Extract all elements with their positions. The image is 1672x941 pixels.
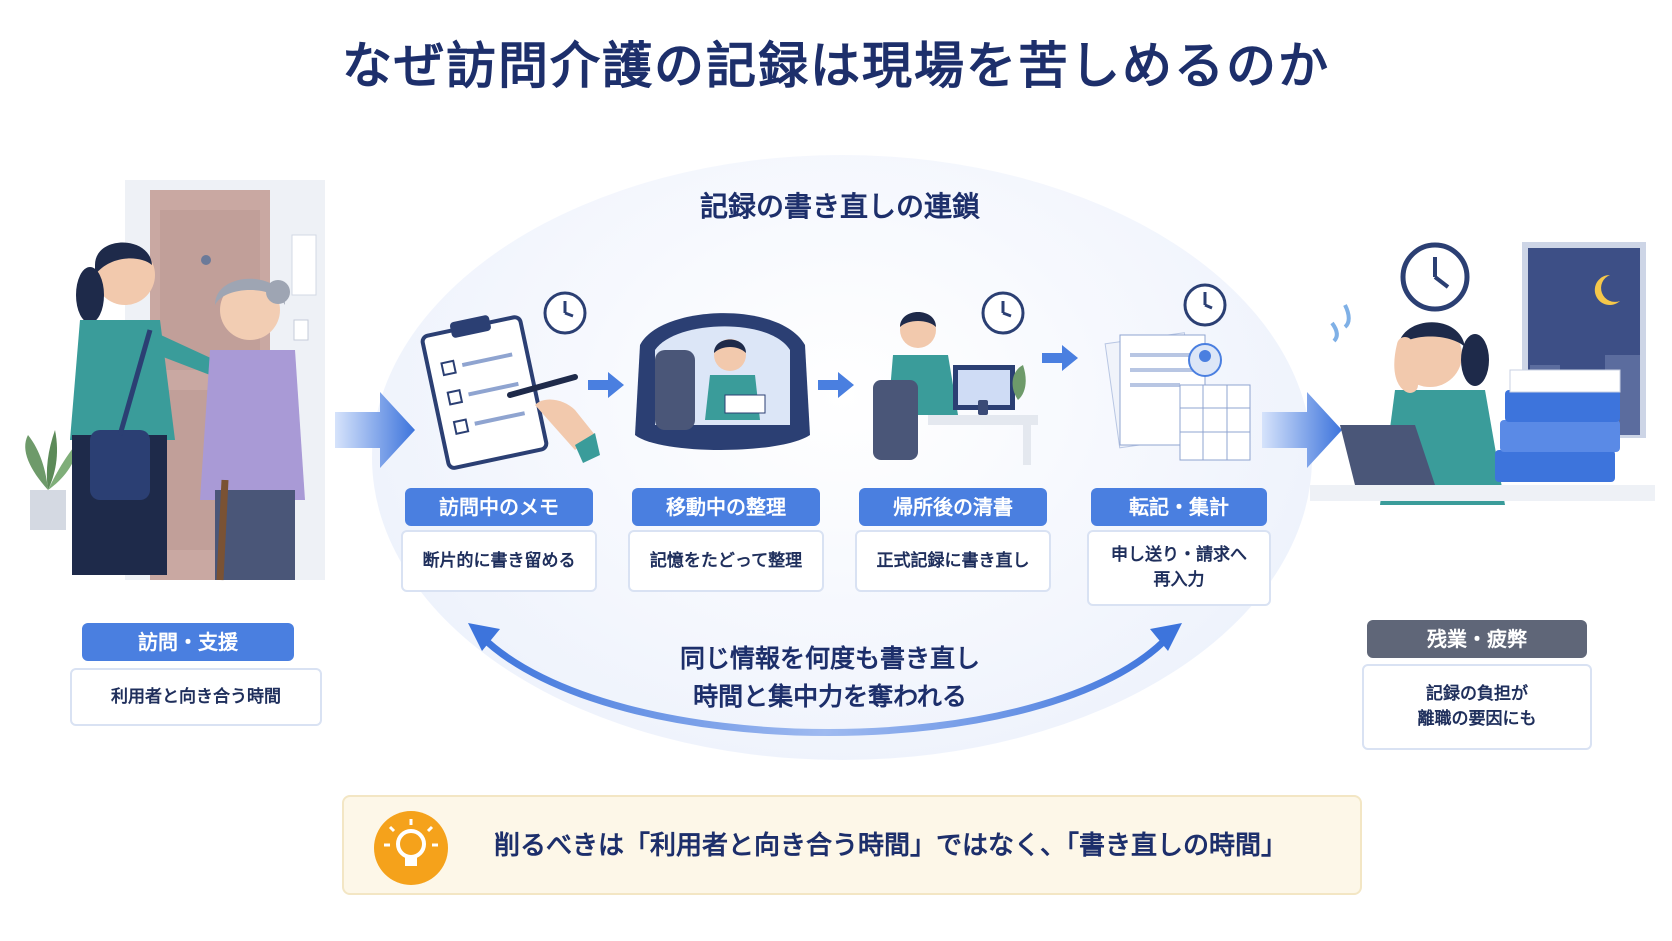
tip-callout: 削るべきは「利用者と向き合う時間」ではなく、「書き直しの時間」: [342, 795, 1362, 895]
step-desc-memo: 断片的に書き留める: [401, 530, 597, 592]
step-label-writeup: 帰所後の清書: [859, 488, 1047, 526]
overtime-fatigue-desc-line2: 離職の要因にも: [1417, 709, 1537, 729]
flow-arrow-left: [335, 392, 415, 468]
cycle-title: 記録の書き直しの連鎖: [699, 190, 980, 223]
lightbulb-icon: [374, 811, 448, 885]
caregiver-visit-illustration: [25, 180, 325, 581]
loop-arrow: [468, 623, 1182, 736]
step-desc-organize: 記憶をたどって整理: [628, 530, 824, 592]
loop-message: 同じ情報を何度も書き直し 時間と集中力を奪われる: [560, 640, 1100, 715]
clipboard-memo-illustration: [420, 291, 600, 470]
overtime-fatigue-desc: 記録の負担が 離職の要因にも: [1362, 664, 1592, 750]
step-desc-transcribe-line1: 申し送り・請求へ: [1111, 545, 1247, 566]
tip-text: 削るべきは「利用者と向き合う時間」ではなく、「書き直しの時間」: [494, 831, 1288, 861]
car-organizing-illustration: [635, 313, 810, 450]
step-label-memo: 訪問中のメモ: [405, 488, 593, 526]
step-desc-transcribe: 申し送り・請求へ 再入力: [1087, 530, 1271, 606]
documents-transcription-illustration: [1104, 283, 1251, 461]
loop-message-line2: 時間と集中力を奪われる: [693, 681, 967, 711]
page-title: なぜ訪問介護の記録は現場を苦しめるのか: [342, 37, 1330, 95]
binder-stack: [1495, 369, 1621, 482]
overtime-exhaustion-illustration: [1310, 242, 1655, 505]
overtime-fatigue-label: 残業・疲弊: [1367, 620, 1587, 658]
flow-arrow-right: [1262, 392, 1342, 468]
step-label-transcribe: 転記・集計: [1091, 488, 1267, 526]
visit-support-label: 訪問・支援: [82, 623, 294, 661]
overtime-fatigue-desc-line1: 記録の負担が: [1426, 684, 1528, 705]
step-arrow-2: [818, 372, 854, 398]
step-desc-transcribe-line2: 再入力: [1153, 570, 1205, 590]
step-desc-writeup: 正式記録に書き直し: [855, 530, 1051, 592]
loop-message-line1: 同じ情報を何度も書き直し: [679, 644, 980, 673]
visit-support-desc: 利用者と向き合う時間: [70, 668, 322, 726]
step-label-organize: 移動中の整理: [632, 488, 820, 526]
office-writeup-illustration: [873, 291, 1038, 465]
cycle-oval: [372, 155, 1312, 760]
step-arrow-1: [588, 372, 624, 398]
step-arrow-3: [1042, 345, 1078, 371]
